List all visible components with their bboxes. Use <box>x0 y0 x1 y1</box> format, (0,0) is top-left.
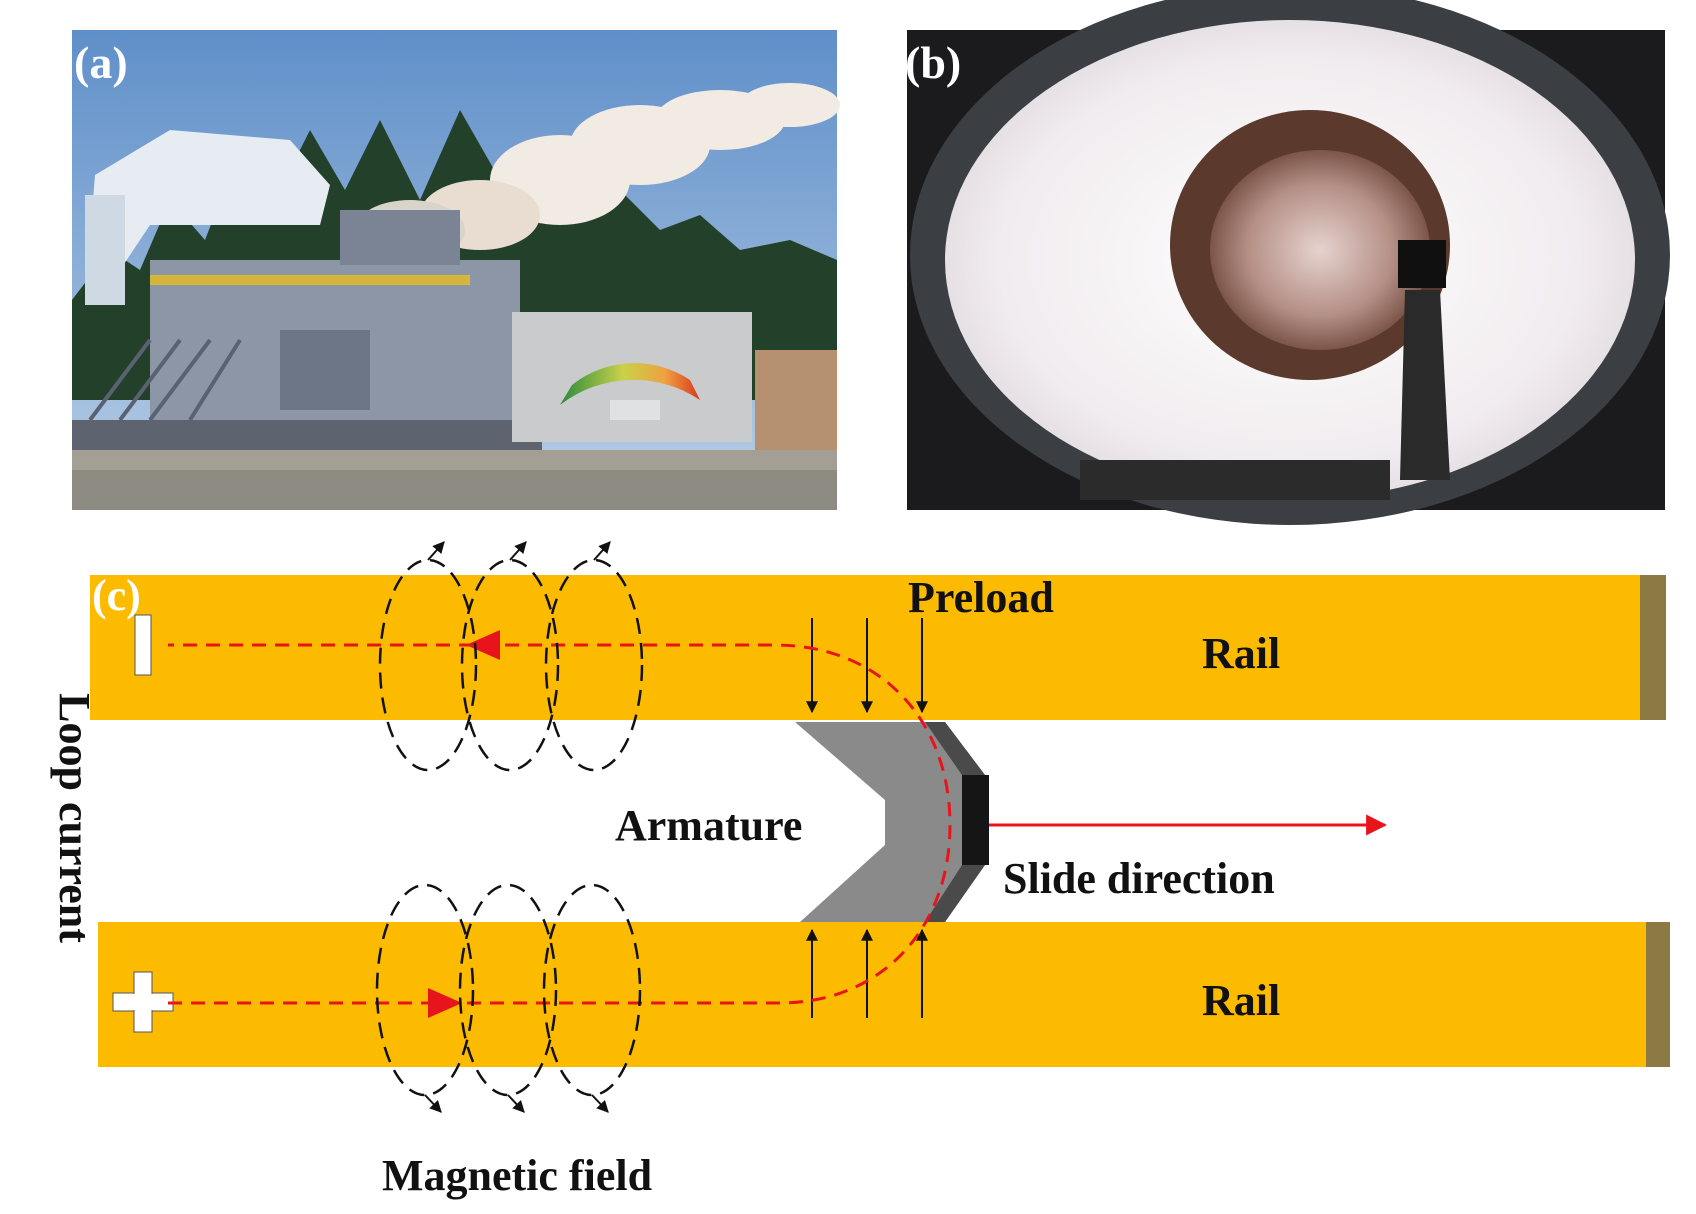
canopy <box>85 130 330 300</box>
loop-current-label: Loop current <box>50 693 99 943</box>
panel-c-label: (c) <box>92 571 141 620</box>
positive-terminal <box>112 971 174 1033</box>
rail-bottom-end <box>1646 922 1670 1067</box>
rail-bottom-label: Rail <box>1202 976 1280 1025</box>
panel-a-label: (a) <box>74 37 128 88</box>
magnetic-field-label: Magnetic field <box>382 1151 652 1200</box>
magnetic-field-loops-bottom <box>375 883 642 1097</box>
panel-c-diagram: (c) Preload Rail Rail Armature Slide dir… <box>50 541 1670 1200</box>
slide-direction-label: Slide direction <box>1003 854 1275 903</box>
magnetic-field-arrows-bottom <box>424 1094 609 1113</box>
projectile <box>1398 240 1446 288</box>
armature-label: Armature <box>615 801 802 850</box>
rail-top <box>90 575 1640 720</box>
panel-a-photo: (a) <box>72 30 840 510</box>
rail-top-label: Rail <box>1202 629 1280 678</box>
rail-bottom <box>98 922 1646 1067</box>
current-arrow-bottom <box>428 988 462 1018</box>
magnetic-field-loops-top <box>378 558 644 772</box>
rail-top-end <box>1640 575 1666 720</box>
armature <box>795 722 989 922</box>
current-path <box>168 643 952 1005</box>
preload-label: Preload <box>908 573 1054 622</box>
panel-b-label: (b) <box>905 37 961 88</box>
panel-b-photo: (b) <box>905 0 1670 525</box>
preload-arrows <box>806 618 928 1018</box>
armature-tip <box>962 775 989 865</box>
magnetic-field-arrows-top <box>427 541 611 561</box>
negative-terminal <box>134 614 152 676</box>
current-arrow-top <box>466 630 500 660</box>
